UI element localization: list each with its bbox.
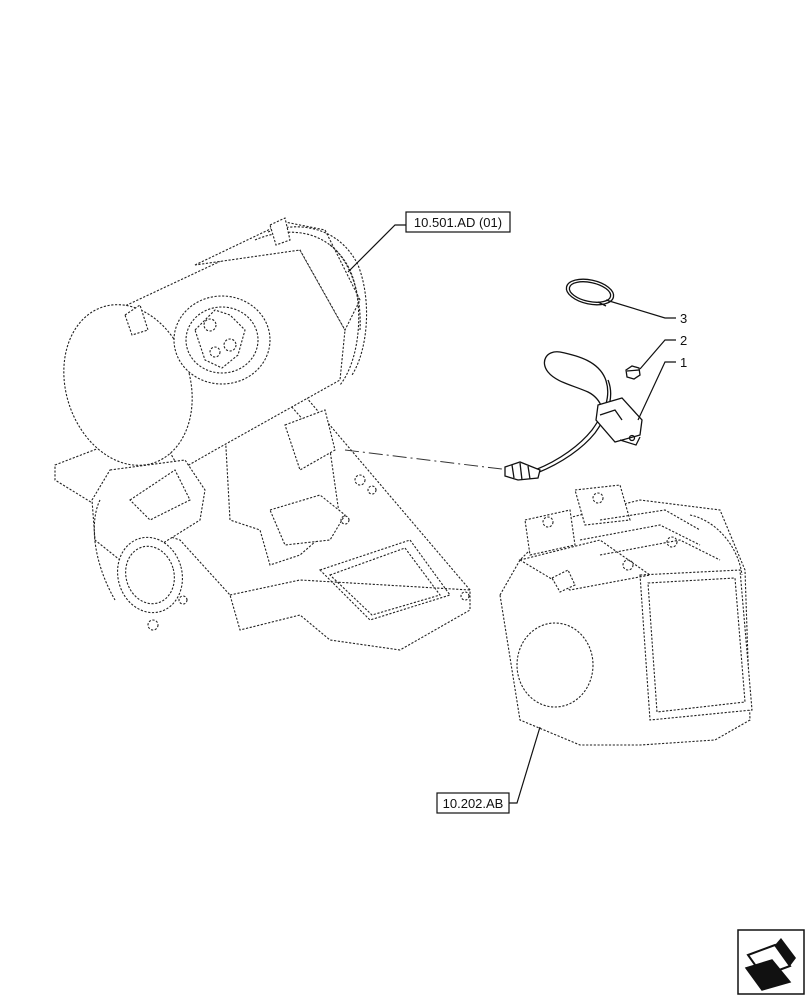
aftertreatment-assembly	[54, 217, 471, 651]
callout-item-3: 3	[680, 311, 687, 326]
leader-10-501	[347, 224, 406, 273]
part-2-nut	[625, 365, 641, 380]
leader-item-1	[637, 361, 676, 421]
callouts: 3 2 1	[680, 311, 687, 370]
sensor-centerline	[344, 449, 511, 471]
leader-item-3	[605, 299, 676, 319]
ref-label-scr: 10.202.AB	[443, 796, 504, 811]
scr-assembly	[499, 484, 753, 746]
ref-label-aftertreatment: 10.501.AD (01)	[414, 215, 502, 230]
leader-10-202	[509, 726, 541, 804]
part-1-nox-sensor	[504, 351, 643, 481]
part-3-hose-clamp	[565, 278, 615, 307]
arrow-page-icon[interactable]	[737, 929, 805, 995]
ref-box-scr[interactable]: 10.202.AB	[436, 792, 510, 814]
leader-item-2	[639, 339, 676, 370]
callout-item-2: 2	[680, 333, 687, 348]
callout-item-1: 1	[680, 355, 687, 370]
ref-box-aftertreatment[interactable]: 10.501.AD (01)	[405, 211, 511, 233]
